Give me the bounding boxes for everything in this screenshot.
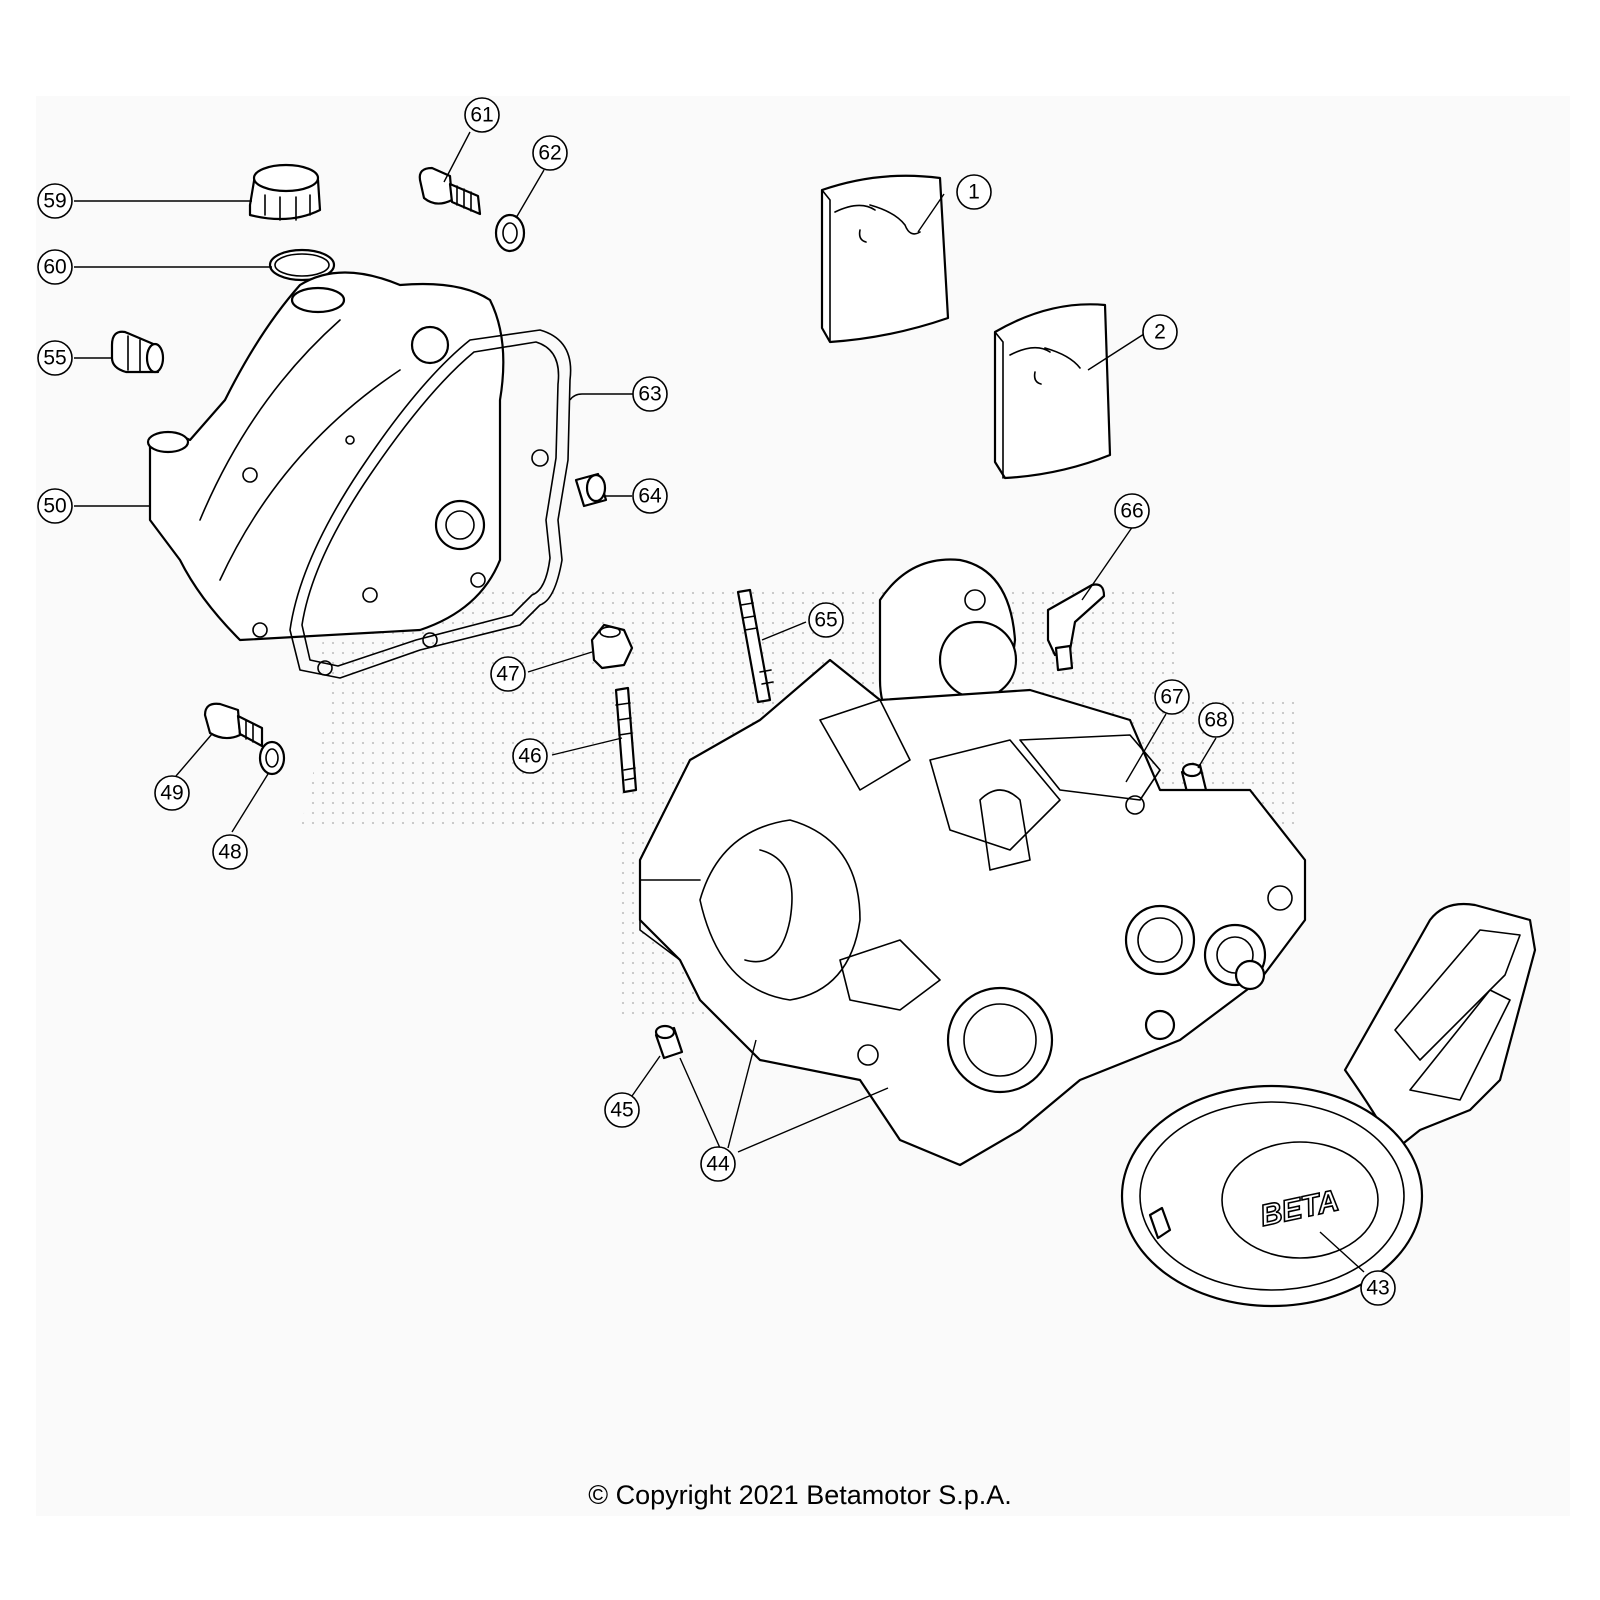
svg-text:2: 2 bbox=[1154, 321, 1166, 344]
svg-text:66: 66 bbox=[1120, 500, 1143, 523]
svg-text:62: 62 bbox=[538, 142, 561, 165]
callout-63: 63 bbox=[632, 376, 668, 412]
svg-text:49: 49 bbox=[160, 782, 183, 805]
part-59-filler-cap bbox=[248, 163, 322, 221]
callout-46: 46 bbox=[512, 738, 548, 774]
callout-66: 66 bbox=[1114, 493, 1150, 529]
part-61-drain-screw bbox=[418, 166, 482, 216]
copyright-text: © Copyright 2021 Betamotor S.p.A. bbox=[588, 1480, 1012, 1510]
part-60-o-ring bbox=[268, 248, 336, 282]
svg-text:65: 65 bbox=[814, 609, 837, 632]
part-55-plug bbox=[110, 330, 165, 374]
callout-2: 2 bbox=[1142, 314, 1178, 350]
callout-43: 43 bbox=[1360, 1270, 1396, 1306]
svg-text:1: 1 bbox=[968, 181, 980, 204]
part-2-reed-bag bbox=[993, 303, 1112, 480]
svg-text:59: 59 bbox=[43, 190, 66, 213]
svg-text:64: 64 bbox=[638, 485, 662, 508]
part-68-dowel bbox=[1180, 762, 1208, 798]
callout-55: 55 bbox=[37, 340, 73, 376]
callout-68: 68 bbox=[1198, 702, 1234, 738]
callout-50: 50 bbox=[37, 488, 73, 524]
part-44-crankcase bbox=[638, 558, 1307, 1167]
part-50-clutch-cover bbox=[146, 271, 505, 642]
callout-59: 59 bbox=[37, 183, 73, 219]
part-65-stud bbox=[736, 588, 774, 704]
svg-text:67: 67 bbox=[1160, 686, 1183, 709]
part-66-breather bbox=[1046, 583, 1106, 672]
svg-text:68: 68 bbox=[1204, 709, 1227, 732]
leader-lines bbox=[74, 131, 1365, 1273]
svg-text:61: 61 bbox=[470, 104, 493, 127]
callout-67: 67 bbox=[1154, 679, 1190, 715]
callout-47: 47 bbox=[490, 656, 526, 692]
part-45-dowel bbox=[654, 1024, 684, 1060]
callout-65: 65 bbox=[808, 602, 844, 638]
svg-text:43: 43 bbox=[1366, 1277, 1389, 1300]
callout-48: 48 bbox=[212, 834, 248, 870]
svg-text:48: 48 bbox=[218, 841, 241, 864]
svg-text:45: 45 bbox=[610, 1099, 633, 1122]
svg-text:60: 60 bbox=[43, 256, 66, 279]
svg-text:63: 63 bbox=[638, 383, 661, 406]
svg-text:44: 44 bbox=[706, 1153, 730, 1176]
callout-60: 60 bbox=[37, 249, 73, 285]
part-62-washer bbox=[494, 213, 526, 253]
part-46-stud bbox=[614, 686, 638, 794]
part-43-ignition-cover: BETA bbox=[1120, 902, 1537, 1308]
svg-text:47: 47 bbox=[496, 663, 519, 686]
callout-44: 44 bbox=[700, 1146, 736, 1182]
svg-text:50: 50 bbox=[43, 495, 66, 518]
svg-text:55: 55 bbox=[43, 347, 66, 370]
part-49-screw bbox=[203, 702, 264, 748]
part-63-gasket bbox=[289, 329, 572, 679]
part-48-washer bbox=[258, 740, 286, 776]
callout-1: 1 bbox=[956, 174, 992, 210]
callout-64: 64 bbox=[632, 478, 668, 514]
svg-text:46: 46 bbox=[518, 745, 541, 768]
callout-61: 61 bbox=[464, 97, 500, 133]
callout-45: 45 bbox=[604, 1092, 640, 1128]
part-64-dowel bbox=[574, 472, 608, 508]
part-47-nut bbox=[590, 623, 634, 670]
callout-62: 62 bbox=[532, 135, 568, 171]
part-1-reed-bag bbox=[820, 174, 950, 344]
callout-49: 49 bbox=[154, 775, 190, 811]
